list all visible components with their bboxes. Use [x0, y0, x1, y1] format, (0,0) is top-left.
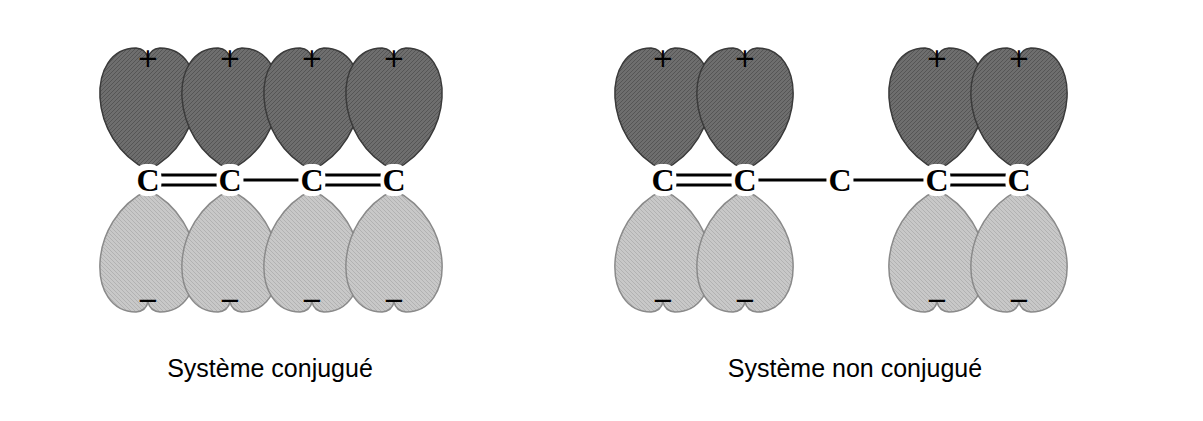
phase-sign: − — [926, 287, 948, 313]
phase-sign: − — [219, 287, 241, 313]
atom-symbol: C — [134, 164, 161, 196]
phase-sign: + — [383, 45, 405, 71]
caption: Système conjugué — [167, 356, 373, 381]
atom-symbol: C — [731, 164, 758, 196]
phase-sign: − — [137, 287, 159, 313]
phase-sign: − — [383, 287, 405, 313]
phase-sign: − — [1008, 287, 1030, 313]
phase-sign: − — [734, 287, 756, 313]
atom-symbol: C — [923, 164, 950, 196]
atom-symbol: C — [298, 164, 325, 196]
phase-sign: + — [219, 45, 241, 71]
atom-symbol: C — [826, 164, 853, 196]
phase-sign: − — [301, 287, 323, 313]
caption: Système non conjugué — [728, 356, 982, 381]
phase-sign: + — [301, 45, 323, 71]
phase-sign: − — [652, 287, 674, 313]
atom-symbol: C — [649, 164, 676, 196]
phase-sign: + — [137, 45, 159, 71]
phase-sign: + — [652, 45, 674, 71]
atom-symbol: C — [380, 164, 407, 196]
atom-symbol: C — [1005, 164, 1032, 196]
atom-symbol: C — [216, 164, 243, 196]
bond-lines — [148, 175, 1019, 185]
phase-sign: + — [1008, 45, 1030, 71]
phase-sign: + — [926, 45, 948, 71]
p-orbital-lobes — [100, 48, 1067, 312]
phase-sign: + — [734, 45, 756, 71]
